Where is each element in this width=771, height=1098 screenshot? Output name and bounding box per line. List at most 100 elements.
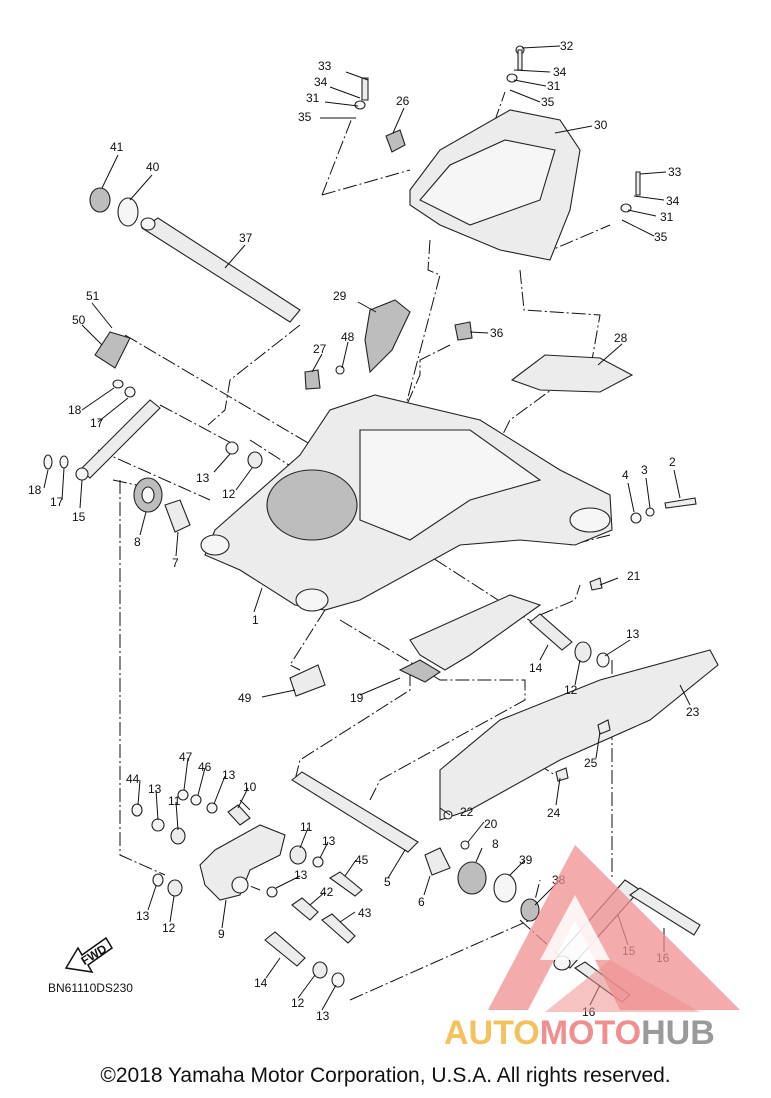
callout: 32 — [560, 39, 574, 53]
leader-lines — [43, 45, 691, 1011]
chain-guard-part-21 — [409, 594, 542, 671]
callout: 21 — [627, 569, 641, 583]
callout: 46 — [198, 760, 212, 774]
watermark-auto: AUTO — [444, 1014, 540, 1052]
watermark-hub: HUB — [641, 1014, 715, 1052]
fwd-arrow-icon: FWD — [64, 936, 114, 973]
callout: 13 — [196, 471, 210, 485]
collar-part-41 — [89, 187, 111, 213]
callout: 43 — [358, 906, 372, 920]
chain-case-part-23 — [439, 649, 719, 821]
callout: 39 — [519, 853, 533, 867]
top-bolts — [304, 45, 697, 782]
callout: 14 — [529, 661, 543, 675]
swingarm-part-1 — [200, 394, 613, 612]
callout: 36 — [490, 326, 504, 340]
shaft-part-5 — [291, 771, 419, 853]
callout: 12 — [162, 921, 176, 935]
copyright-notice: ©2018 Yamaha Motor Corporation, U.S.A. A… — [100, 1064, 671, 1087]
callout: 24 — [547, 806, 561, 820]
cover-part-28 — [510, 354, 634, 393]
callout: 34 — [314, 75, 328, 89]
callout: 31 — [306, 91, 320, 105]
bearing-part-12-upper — [574, 641, 592, 663]
callout: 12 — [564, 683, 578, 697]
callout: 35 — [654, 230, 668, 244]
callout: 11 — [300, 820, 313, 834]
washers-left — [43, 379, 263, 470]
callout: 13 — [626, 627, 640, 641]
pad-part-49 — [289, 664, 326, 697]
callout: 5 — [384, 875, 391, 889]
callout: 12 — [222, 487, 236, 501]
callout: 13 — [294, 868, 308, 882]
callout: 25 — [584, 756, 598, 770]
callout: 20 — [484, 817, 498, 831]
watermark-text: AUTOMOTOHUB — [444, 1014, 715, 1053]
callout: 31 — [547, 79, 561, 93]
callout: 13 — [322, 834, 336, 848]
callout: 34 — [553, 65, 567, 79]
callout: 26 — [396, 94, 410, 108]
callout: 31 — [660, 210, 674, 224]
callout: 13 — [316, 1009, 330, 1023]
rear-fender-part-30 — [409, 109, 581, 261]
callout: 8 — [492, 837, 499, 851]
seal-part-8-upper — [133, 477, 163, 513]
callout: 51 — [86, 289, 100, 303]
callout: 14 — [254, 976, 268, 990]
bearing-part-6 — [424, 847, 451, 876]
seal-part-40 — [117, 197, 139, 227]
callout: 18 — [68, 403, 82, 417]
bolt-part-16-lower — [574, 961, 631, 1003]
callout: 38 — [552, 873, 566, 887]
callout: 23 — [686, 705, 700, 719]
callout: 12 — [291, 996, 305, 1010]
seal-part-39 — [493, 873, 517, 903]
callout: 17 — [50, 495, 64, 509]
bearing-part-7 — [164, 499, 191, 533]
callout: 34 — [666, 194, 680, 208]
callout: 8 — [134, 535, 141, 549]
callout: 35 — [541, 95, 555, 109]
callout: 50 — [72, 313, 86, 327]
callout: 47 — [179, 750, 193, 764]
callout: 18 — [28, 483, 42, 497]
pivot-shaft-part-37 — [140, 217, 301, 323]
callout: 33 — [318, 59, 332, 73]
callout: 30 — [594, 118, 608, 132]
callout: 15 — [622, 944, 636, 958]
callout: 33 — [668, 165, 682, 179]
cover-part-29 — [364, 299, 411, 374]
callout: 19 — [350, 691, 364, 705]
callout: 13 — [222, 768, 236, 782]
callout: 49 — [238, 691, 252, 705]
callout: 11 — [168, 794, 181, 808]
pad-part-50-51 — [94, 331, 131, 369]
callout: 9 — [218, 927, 225, 941]
callout: 29 — [333, 289, 347, 303]
adjuster-part-15-left — [75, 399, 161, 481]
callout: 4 — [622, 468, 629, 482]
callout: 16 — [656, 951, 670, 965]
callout: 6 — [418, 895, 425, 909]
relay-arm-part-9 — [199, 824, 286, 901]
callout: 1 — [252, 613, 259, 627]
callout: 28 — [614, 331, 628, 345]
callout: 2 — [669, 455, 676, 469]
callout: 48 — [341, 330, 355, 344]
callout: 7 — [172, 556, 179, 570]
collar-part-38 — [520, 898, 540, 922]
seal-part-8-lower — [457, 861, 487, 895]
drawing-code: BN61110DS230 — [48, 981, 133, 995]
callout: 40 — [146, 160, 160, 174]
callout: 22 — [460, 805, 474, 819]
callout: 42 — [320, 885, 334, 899]
callout: 15 — [72, 510, 86, 524]
callout: 35 — [298, 110, 312, 124]
callout: 27 — [313, 342, 327, 356]
shaft-part-14-upper — [529, 613, 573, 651]
guide-part-19 — [398, 659, 442, 683]
callout: 3 — [641, 463, 648, 477]
